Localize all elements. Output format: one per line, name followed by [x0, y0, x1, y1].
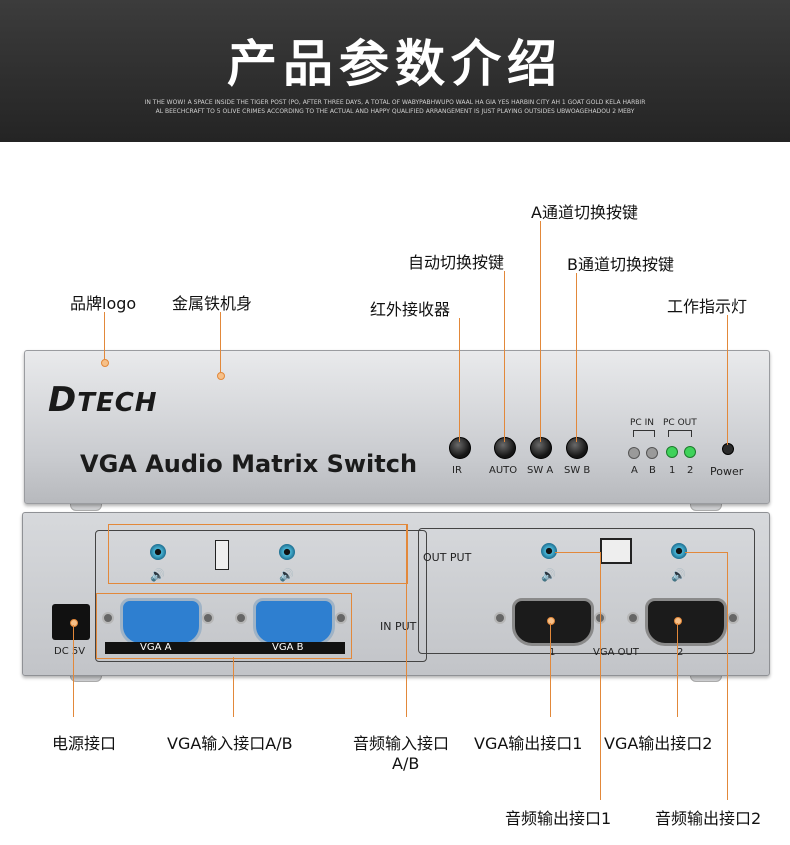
callout-line-swb	[576, 273, 577, 442]
input-section-outline	[95, 530, 427, 662]
ir-sensor	[449, 437, 471, 459]
header-banner: 产品参数介绍 IN THE WOW! A SPACE INSIDE THE TI…	[0, 0, 790, 142]
auto-button[interactable]	[494, 437, 516, 459]
vga-out-1-number: 1	[549, 647, 556, 658]
led-a-label: A	[631, 465, 638, 476]
audio-out-1-jack[interactable]	[541, 543, 557, 559]
callout-line-body	[220, 312, 221, 374]
brand-logo: DTECH	[48, 380, 158, 420]
ir-label: IR	[452, 465, 462, 476]
label-b-key: B通道切换按键	[567, 255, 674, 274]
callout-line-audio-out2	[727, 552, 728, 800]
label-vga-out2: VGA输出接口2	[604, 734, 713, 753]
led-b	[646, 447, 658, 459]
callout-dot	[674, 617, 682, 625]
dc-label: DC 5V	[54, 646, 86, 657]
audio-in-b-jack[interactable]	[279, 544, 295, 560]
monitor-icon	[600, 538, 632, 564]
screw	[335, 612, 347, 624]
label-metal-body: 金属铁机身	[172, 294, 253, 313]
callout-line-logo	[104, 312, 105, 362]
led-b-label: B	[649, 465, 656, 476]
pc-in-label: PC IN	[630, 418, 654, 428]
screw	[235, 612, 247, 624]
led-2	[684, 446, 696, 458]
callout-line-vga-out2	[677, 623, 678, 717]
speaker-icon: 🔊	[150, 568, 165, 582]
audio-in-a-jack[interactable]	[150, 544, 166, 560]
callout-dot	[217, 372, 225, 380]
label-indicator: 工作指示灯	[667, 297, 748, 316]
callout-line-auto	[504, 271, 505, 442]
computer-tower-icon	[215, 540, 229, 570]
vga-b-label: VGA B	[272, 642, 304, 653]
callout-line-swa	[540, 221, 541, 442]
callout-line-power-port	[73, 625, 74, 717]
screw	[494, 612, 506, 624]
in-put-label: IN PUT	[380, 620, 417, 633]
label-a-key: A通道切换按键	[531, 203, 638, 222]
auto-label: AUTO	[489, 465, 518, 476]
power-led	[722, 443, 734, 455]
out-put-label: OUT PUT	[423, 551, 472, 564]
callout-dot	[70, 619, 78, 627]
pc-in-bracket	[633, 430, 655, 437]
label-audio-out2: 音频输出接口2	[655, 809, 762, 828]
speaker-icon: 🔊	[541, 568, 556, 582]
vga-out-2-port[interactable]	[645, 598, 727, 646]
screw	[102, 612, 114, 624]
front-panel	[24, 350, 770, 504]
speaker-icon: 🔊	[279, 568, 294, 582]
callout-line-power	[727, 315, 728, 445]
callout-box-vga-in	[96, 593, 352, 659]
callout-line-audio-out1	[600, 552, 601, 800]
sw-b-button[interactable]	[566, 437, 588, 459]
callout-line-vga-in	[233, 657, 234, 717]
label-brand-logo: 品牌logo	[70, 294, 137, 313]
vga-out-2-number: 2	[677, 647, 684, 658]
vga-out-label: VGA OUT	[593, 647, 639, 658]
callout-dot	[101, 359, 109, 367]
label-power-port: 电源接口	[52, 734, 117, 753]
model-name: VGA Audio Matrix Switch	[80, 450, 418, 478]
label-auto-key: 自动切换按键	[408, 253, 505, 272]
callout-line-audio-in	[406, 524, 407, 717]
power-label: Power	[710, 465, 744, 478]
label-audio-in-ab: A/B	[392, 754, 420, 773]
output-section-outline	[418, 528, 755, 654]
audio-out-2-jack[interactable]	[671, 543, 687, 559]
callout-line-vga-out1	[550, 623, 551, 717]
page-subtitle: IN THE WOW! A SPACE INSIDE THE TIGER POS…	[144, 99, 646, 115]
callout-box-audio-in	[108, 524, 408, 584]
speaker-icon: 🔊	[671, 568, 686, 582]
screw	[627, 612, 639, 624]
label-ir-receiver: 红外接收器	[370, 300, 451, 319]
led-2-label: 2	[687, 465, 694, 476]
vga-label-strip	[105, 642, 345, 654]
sw-a-button[interactable]	[530, 437, 552, 459]
led-1	[666, 446, 678, 458]
sw-a-label: SW A	[527, 465, 554, 476]
led-1-label: 1	[669, 465, 676, 476]
pc-out-bracket	[668, 430, 692, 437]
led-a	[628, 447, 640, 459]
vga-a-label: VGA A	[140, 642, 172, 653]
callout-line-audio-out1-h	[555, 552, 600, 553]
callout-line-ir	[459, 318, 460, 442]
screw	[202, 612, 214, 624]
label-audio-in: 音频输入接口	[353, 734, 450, 753]
label-vga-out1: VGA输出接口1	[474, 734, 583, 753]
callout-dot	[547, 617, 555, 625]
pc-out-label: PC OUT	[663, 418, 697, 428]
page-title: 产品参数介绍	[227, 35, 563, 93]
label-vga-in: VGA输入接口A/B	[167, 734, 293, 753]
screw	[727, 612, 739, 624]
callout-line-audio-out2-h	[685, 552, 727, 553]
label-audio-out1: 音频输出接口1	[505, 809, 612, 828]
sw-b-label: SW B	[564, 465, 591, 476]
